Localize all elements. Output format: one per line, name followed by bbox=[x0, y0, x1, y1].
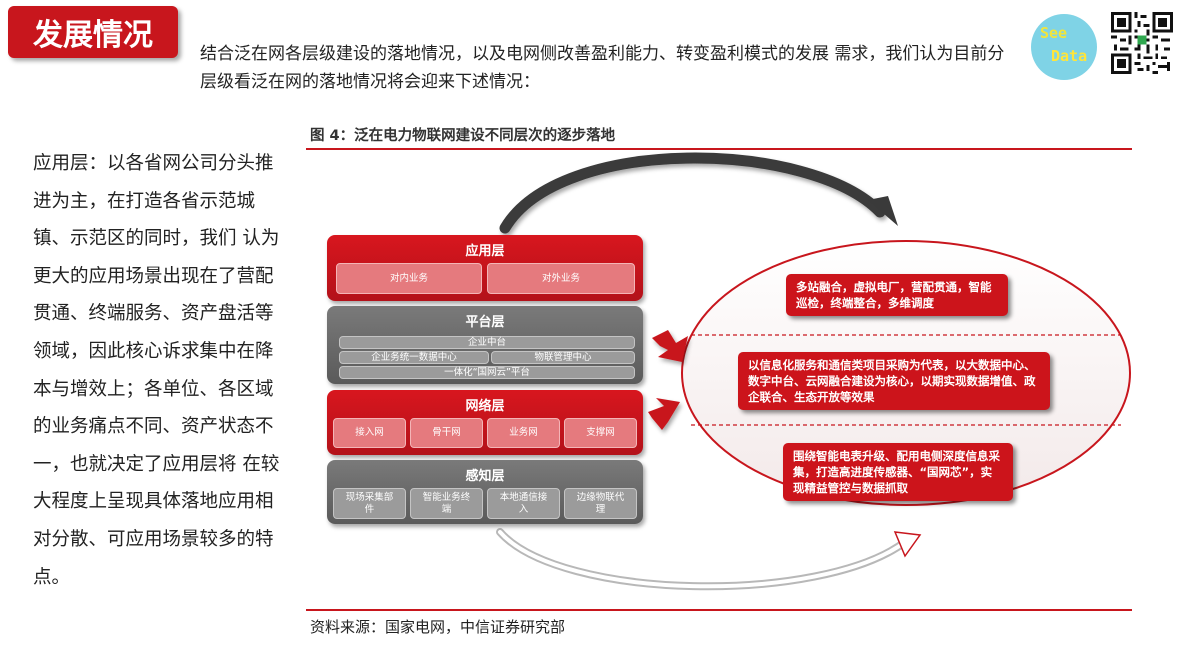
top-arrow-head bbox=[868, 196, 898, 226]
application-layer-title: 应用层 bbox=[465, 244, 505, 259]
figure-caption: 图 4：泛在电力物联网建设不同层次的逐步落地 bbox=[310, 128, 616, 144]
seedata-logo: See Data bbox=[1031, 14, 1097, 80]
bottom-arrow-head bbox=[893, 531, 922, 558]
layer-item: 对内业务 bbox=[336, 263, 482, 294]
perception-layer-title: 感知层 bbox=[465, 469, 505, 484]
pointer-arrow bbox=[648, 398, 680, 430]
platform-layer-title: 平台层 bbox=[465, 315, 505, 330]
network-layer-title: 网络层 bbox=[465, 399, 505, 414]
caption-divider bbox=[306, 148, 1132, 150]
layer-item: 物联管理中心 bbox=[491, 351, 635, 364]
layer-item: 接入网 bbox=[333, 418, 406, 448]
logo-text-data: Data bbox=[1051, 47, 1088, 65]
bottom-curved-arrow bbox=[496, 528, 909, 591]
layer-item: 企业务统一数据中心 bbox=[339, 351, 489, 364]
network-layer: 网络层 接入网 骨干网 业务网 支撑网 bbox=[327, 390, 643, 455]
perception-layer: 感知层 现场采集部件 智能业务终端 本地通信接入 边缘物联代理 bbox=[327, 460, 643, 524]
outcome-application: 多站融合，虚拟电厂，营配贯通，智能巡检，终端整合，多维调度 bbox=[786, 274, 1008, 316]
layer-item: 边缘物联代理 bbox=[564, 488, 637, 519]
page-title: 发展情况 bbox=[8, 6, 178, 58]
qr-code-icon bbox=[1111, 12, 1173, 74]
top-curved-arrow bbox=[499, 152, 886, 234]
logo-text-see: See bbox=[1040, 24, 1068, 42]
layer-item: 骨干网 bbox=[410, 418, 483, 448]
platform-layer: 平台层 企业中台 企业务统一数据中心 物联管理中心 一体化“国网云”平台 bbox=[327, 306, 643, 384]
layer-item: 智能业务终端 bbox=[410, 488, 483, 519]
pointer-arrow bbox=[652, 330, 688, 362]
layer-item: 企业中台 bbox=[339, 336, 635, 349]
application-layer-description: 应用层：以各省网公司分头推进为主，在打造各省示范城镇、示范区的同时，我们 认为更… bbox=[33, 153, 280, 588]
layer-item: 业务网 bbox=[487, 418, 560, 448]
intro-paragraph: 结合泛在网各层级建设的落地情况，以及电网侧改善盈利能力、转变盈利模式的发展 需求… bbox=[200, 44, 1005, 92]
layer-item: 现场采集部件 bbox=[333, 488, 406, 519]
layer-item: 对外业务 bbox=[487, 263, 635, 294]
layer-item: 支撑网 bbox=[564, 418, 637, 448]
layer-item: 本地通信接入 bbox=[487, 488, 560, 519]
source-divider bbox=[306, 609, 1132, 611]
layer-item: 一体化“国网云”平台 bbox=[339, 366, 635, 379]
outcome-perception: 围绕智能电表升级、配用电侧深度信息采集，打造高进度传感器、“国网芯”，实现精益管… bbox=[783, 443, 1013, 501]
outcome-platform: 以信息化服务和通信类项目采购为代表，以大数据中心、数字中台、云网融合建设为核心，… bbox=[738, 352, 1050, 410]
figure-source: 资料来源：国家电网，中信证券研究部 bbox=[310, 618, 566, 636]
application-layer: 应用层 对内业务 对外业务 bbox=[327, 235, 643, 301]
